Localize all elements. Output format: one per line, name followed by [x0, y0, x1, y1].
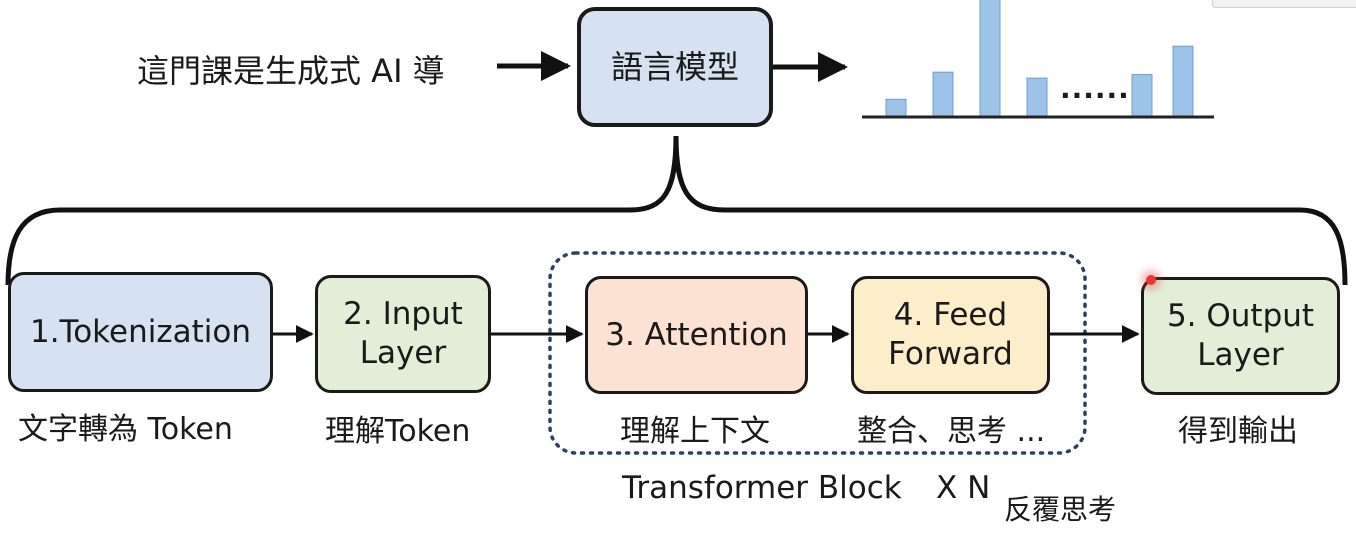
step-3-line1: 3. Attention [605, 316, 788, 353]
language-model-label: 語言模型 [610, 48, 739, 86]
distribution-bar [979, 0, 1001, 118]
distribution-bar [1026, 77, 1048, 118]
expand-brace [5, 135, 1348, 286]
repeat-count-label: X N [936, 470, 991, 506]
distribution-bar [885, 98, 907, 118]
step-3-caption: 理解上下文 [620, 414, 770, 449]
step-tokenization-box: 1.Tokenization [8, 272, 273, 392]
step-4-caption: 整合、思考 ... [857, 414, 1046, 449]
step-input-layer-box: 2. Input Layer [315, 275, 491, 393]
step-5-caption: 得到輸出 [1178, 414, 1298, 449]
step-4-line1: 4. Feed [893, 297, 1008, 334]
step-2-caption: 理解Token [325, 414, 471, 449]
output-distribution-chart [885, 0, 1194, 118]
step-1-caption: 文字轉為 Token [18, 412, 233, 447]
step-4-line2: Forward [888, 336, 1013, 372]
distribution-bar [1172, 45, 1194, 118]
pointer-indicator [1146, 275, 1156, 285]
step-output-layer-box: 5. Output Layer [1141, 277, 1340, 395]
window-corner-fragment [1212, 0, 1356, 8]
step-5-line2: Layer [1197, 337, 1284, 373]
distribution-bar [932, 71, 954, 118]
step-2-line2: Layer [359, 335, 447, 371]
step-attention-box: 3. Attention [585, 276, 808, 394]
transformer-block-outline [548, 251, 1087, 455]
repeat-caption: 反覆思考 [1004, 493, 1117, 526]
step-feed-forward-box: 4. Feed Forward [851, 276, 1050, 394]
step-5-line1: 5. Output [1166, 298, 1315, 335]
step-2-line1: 2. Input [343, 296, 463, 333]
input-sentence: 這門課是生成式 AI 導 [137, 52, 445, 90]
transformer-block-label: Transformer Block [622, 470, 902, 506]
distribution-bar [1131, 74, 1153, 118]
distribution-ellipsis: ...... [1060, 72, 1130, 105]
step-1-line1: 1.Tokenization [29, 313, 252, 350]
language-model-box: 語言模型 [577, 7, 773, 127]
